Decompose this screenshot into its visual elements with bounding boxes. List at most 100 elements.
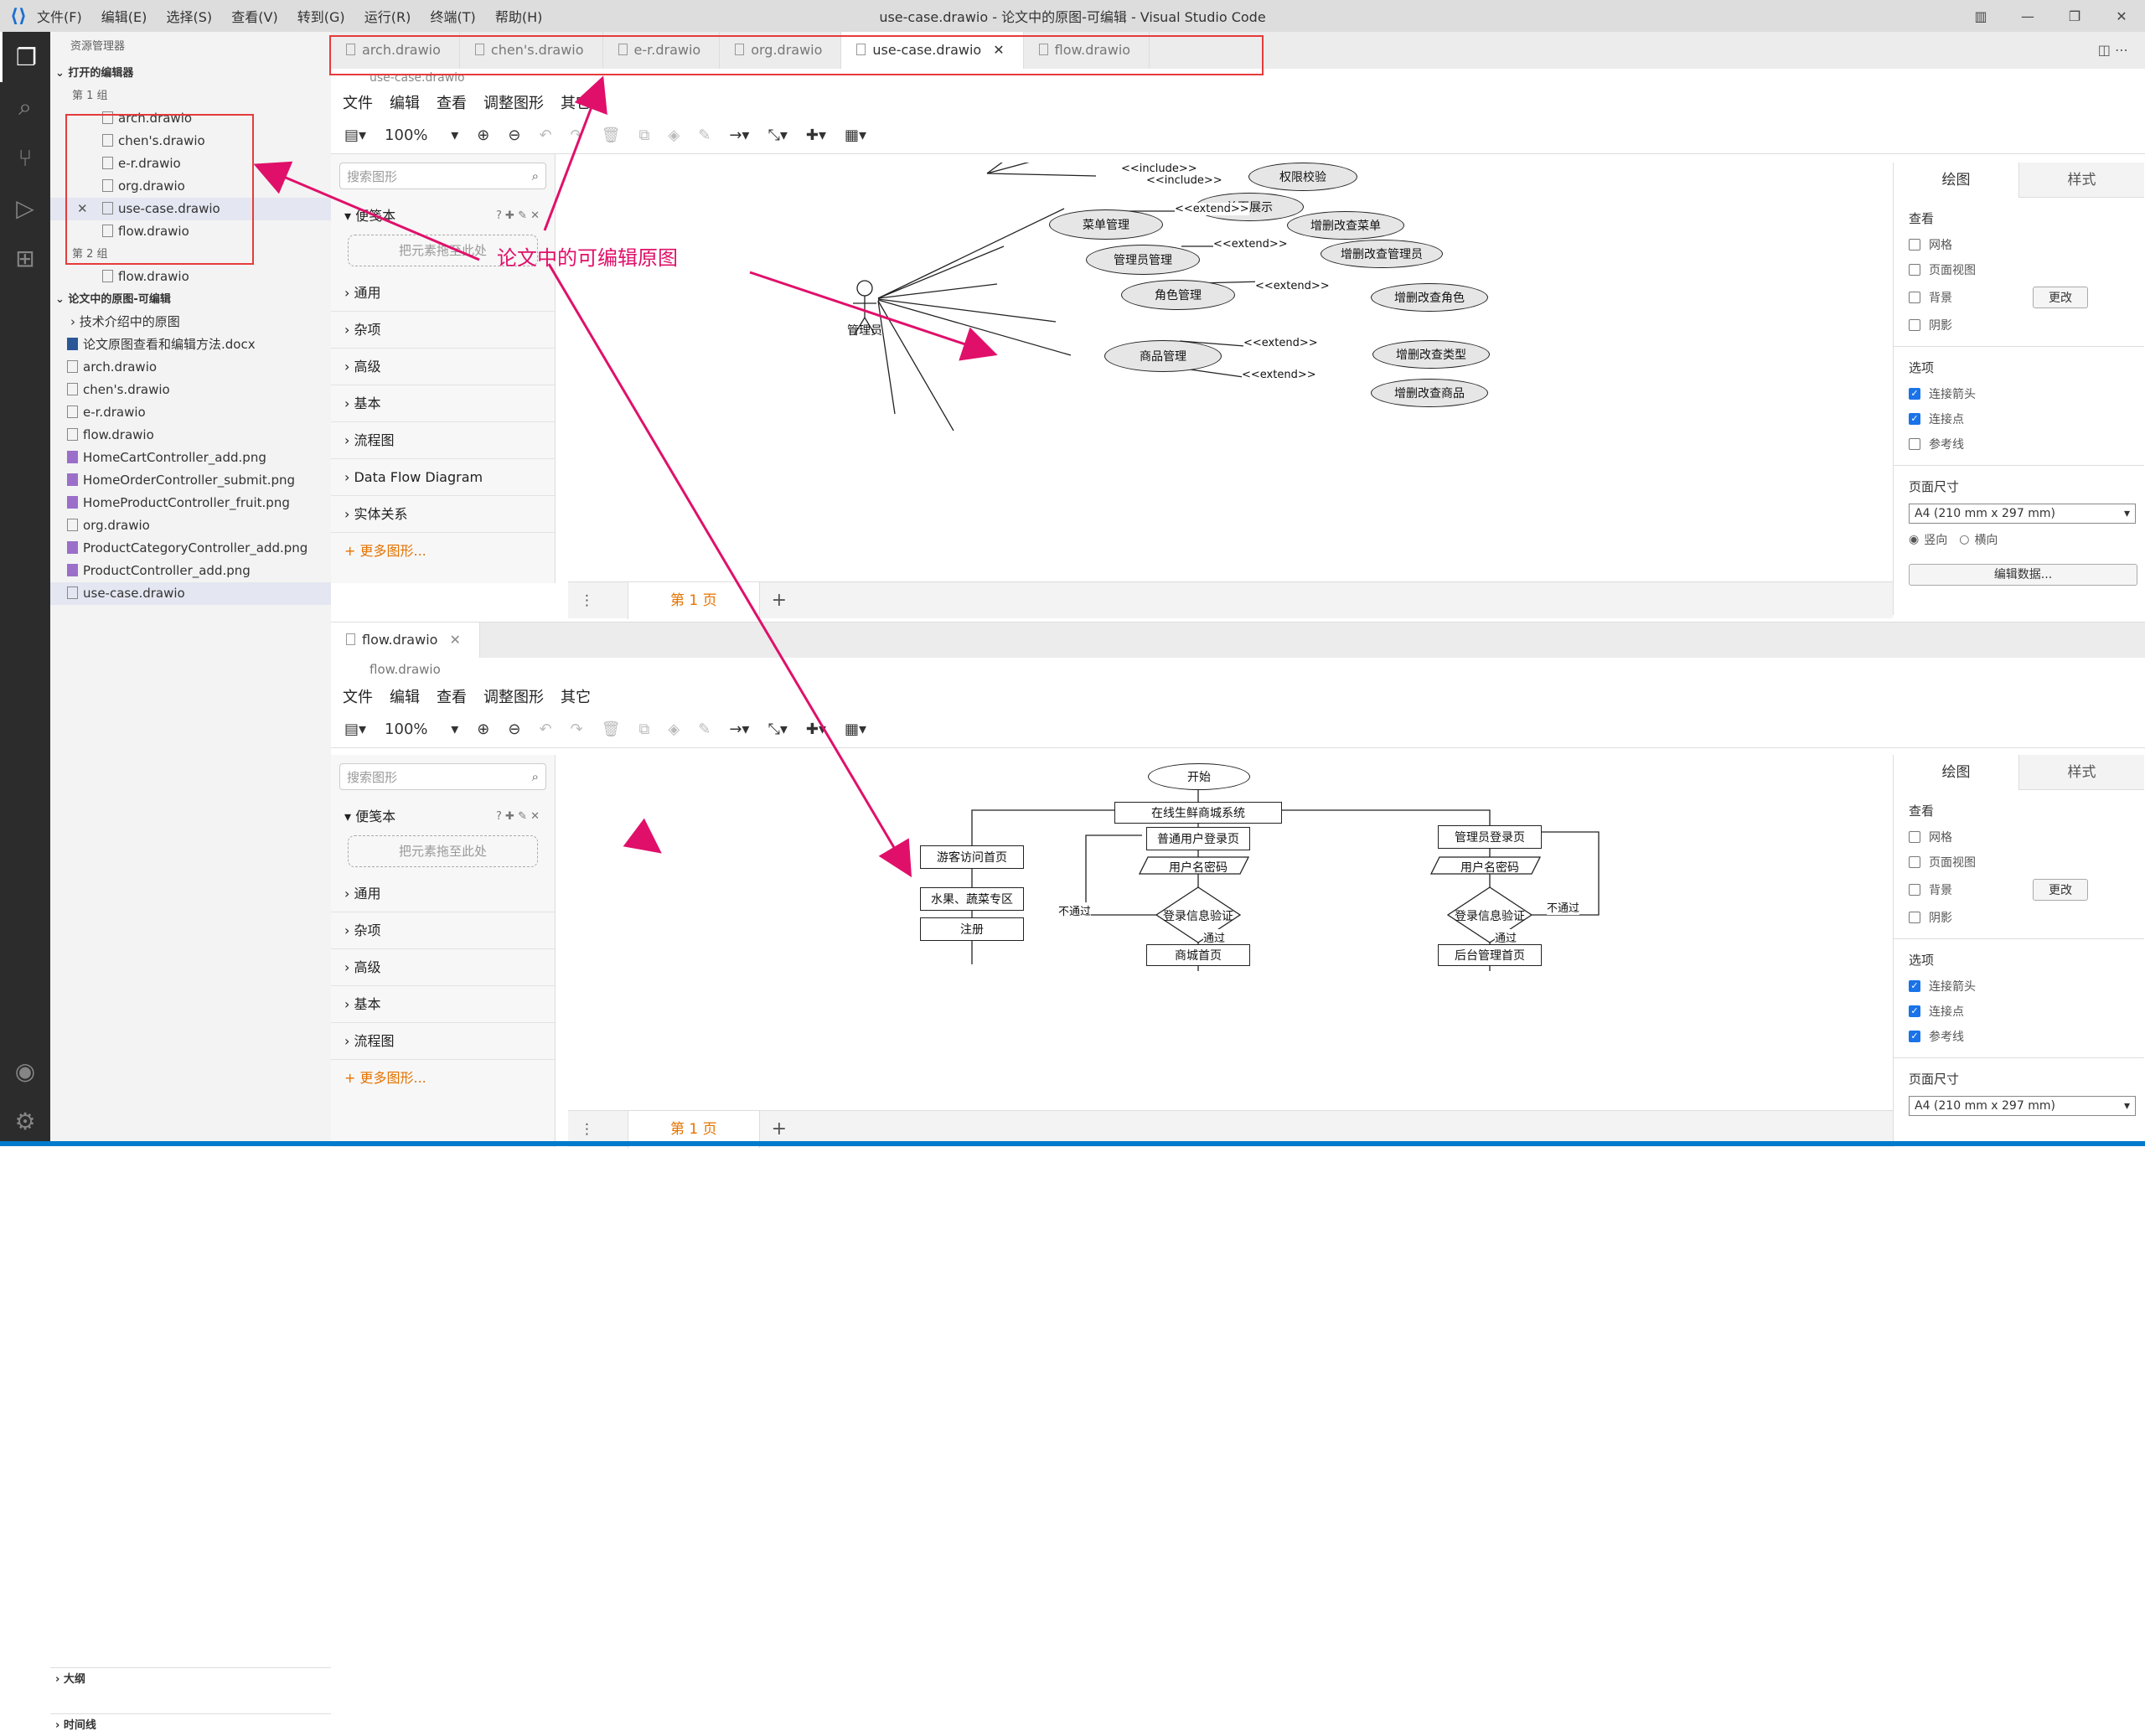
tab-style-2[interactable]: 样式 [2018,755,2144,790]
page-tab[interactable]: 第 1 页 [628,581,760,619]
shadow-checkbox[interactable]: 阴影 [1894,313,2144,338]
search-icon[interactable]: ⌕ [531,769,539,784]
tab-4[interactable]: use-case.drawio✕ [841,32,1024,69]
flow-verify-1[interactable]: 登录信息验证 [1163,910,1233,923]
zoom-out-icon[interactable]: ⊖ [508,127,521,144]
usecase-menu-crud[interactable]: 增删改查菜单 [1287,211,1404,240]
settings-gear-icon[interactable]: ⚙ [14,1107,36,1135]
menu-go[interactable]: 转到(G) [297,9,345,25]
drawio-menu-arrange[interactable]: 调整图形 [483,95,544,112]
orientation-radio[interactable]: ◉ 竖向○ 横向 [1909,533,1998,547]
shape-section[interactable]: › 高级 [331,349,555,385]
file-item[interactable]: HomeOrderController_submit.png [50,469,331,492]
grid-checkbox-2[interactable]: 网格 [1894,824,2144,850]
tab-draw[interactable]: 绘图 [1941,172,1971,189]
usecase-goods-crud[interactable]: 增删改查商品 [1371,379,1488,407]
tab-3[interactable]: org.drawio [720,32,842,69]
paper-size-select[interactable]: A4 (210 mm x 297 mm)▾ [1909,504,2136,524]
timeline-section[interactable]: › 时间线 [50,1713,331,1736]
open-editor-item[interactable]: flow.drawio [50,220,331,243]
close-window-icon[interactable]: ✕ [2116,8,2127,24]
outline-section[interactable]: › 大纲 [50,1667,331,1690]
drawio-menu-view[interactable]: 查看 [437,95,467,112]
shape-section[interactable]: › 通用 [331,876,555,912]
shape-section[interactable]: › 高级 [331,949,555,986]
flow-admin-home[interactable]: 后台管理首页 [1438,944,1542,966]
shadow-checkbox-2[interactable]: 阴影 [1894,905,2144,930]
grid-checkbox[interactable]: 网格 [1894,232,2144,257]
close-icon[interactable]: ✕ [449,632,461,648]
file-item[interactable]: ProductController_add.png [50,560,331,582]
drawio2-menu-extras[interactable]: 其它 [561,689,591,706]
minimize-icon[interactable]: — [2021,8,2034,24]
shape-section[interactable]: › 基本 [331,385,555,422]
shape-section[interactable]: › 杂项 [331,312,555,349]
shape-section[interactable]: › 实体关系 [331,496,555,533]
connection-points-checkbox-2[interactable]: ✓连接点 [1894,999,2144,1024]
background-checkbox-2[interactable]: 背景更改 [1894,875,2144,905]
file-item[interactable]: chen's.drawio [50,379,331,401]
usecase-type-crud[interactable]: 增删改查类型 [1372,340,1490,369]
zoom-select[interactable]: 100% ▾ [385,127,459,144]
file-item[interactable]: HomeCartController_add.png [50,447,331,469]
zoom-in-icon[interactable]: ⊕ [477,127,490,144]
usecase-admin[interactable]: 管理员管理 [1086,245,1200,275]
file-item[interactable]: ProductCategoryController_add.png [50,537,331,560]
usecase-admin-crud[interactable]: 增删改查管理员 [1321,240,1443,268]
drawio-menu-extras[interactable]: 其它 [561,95,591,112]
split-editor-icon[interactable]: ◫ ⋯ [2097,42,2128,58]
delete-icon[interactable]: 🗑 [601,127,621,144]
flow-canvas[interactable]: 开始 在线生鲜商城系统 游客访问首页 水果、蔬菜专区 注册 普通用户登录页 管理… [568,755,1888,1110]
file-item[interactable]: 论文原图查看和编辑方法.docx [50,333,331,356]
drawio-menu-edit[interactable]: 编辑 [390,95,420,112]
tab-5[interactable]: flow.drawio [1024,32,1150,69]
shape-section[interactable]: › 通用 [331,275,555,312]
to-front-icon[interactable]: ⧉ [638,721,650,738]
table-icon[interactable]: ▦▾ [845,127,867,144]
pages-menu-icon[interactable]: ⋮ [580,592,594,609]
line-color-icon[interactable]: ✎ [698,721,711,738]
zoom-select[interactable]: 100% ▾ [385,721,459,738]
menu-run[interactable]: 运行(R) [364,9,411,25]
flow-veg[interactable]: 水果、蔬菜专区 [920,887,1024,911]
drawio-menu-file[interactable]: 文件 [343,95,373,112]
flow-verify-2[interactable]: 登录信息验证 [1455,910,1525,923]
more-shapes-link[interactable]: + 更多图形... [344,543,426,559]
waypoints-icon[interactable]: ⤡▾ [768,127,788,144]
to-front-icon[interactable]: ⧉ [638,127,650,144]
shape-section[interactable]: › 杂项 [331,912,555,949]
format-panel-icon[interactable]: ▤▾ [344,127,367,144]
search-icon[interactable]: ⌕ [531,168,539,183]
background-checkbox[interactable]: 背景更改 [1894,282,2144,313]
shape-search-input[interactable]: 搜索图形⌕ [339,163,546,189]
more-shapes-link-2[interactable]: + 更多图形... [344,1070,426,1086]
guides-checkbox[interactable]: 参考线 [1894,431,2144,457]
extensions-icon[interactable]: ⊞ [15,244,35,272]
tab-style[interactable]: 样式 [2018,163,2144,198]
file-item[interactable]: org.drawio [50,514,331,537]
insert-icon[interactable]: ✚▾ [805,127,826,144]
file-item[interactable]: HomeProductController_fruit.png [50,492,331,514]
menu-terminal[interactable]: 终端(T) [430,9,476,25]
open-editor-item[interactable]: chen's.drawio [50,130,331,152]
open-editor-item[interactable]: org.drawio [50,175,331,198]
guides-checkbox-2[interactable]: ✓参考线 [1894,1024,2144,1049]
connection-points-checkbox[interactable]: ✓连接点 [1894,406,2144,431]
close-icon[interactable]: ✕ [77,201,88,216]
scratchpad-drop-zone-2[interactable]: 把元素拖至此处 [348,835,538,867]
drawio2-menu-file[interactable]: 文件 [343,689,373,706]
waypoints-icon[interactable]: ⤡▾ [768,721,788,738]
menu-help[interactable]: 帮助(H) [494,9,543,25]
fill-color-icon[interactable]: ◈ [668,127,680,144]
usecase-role[interactable]: 角色管理 [1121,280,1235,310]
pageview-checkbox-2[interactable]: 页面视图 [1894,850,2144,875]
change-button[interactable]: 更改 [2033,287,2088,308]
change-button-2[interactable]: 更改 [2033,879,2088,901]
drawio2-menu-edit[interactable]: 编辑 [390,689,420,706]
menu-edit[interactable]: 编辑(E) [101,9,147,25]
redo-icon[interactable]: ↷ [570,721,583,738]
paper-size-select-2[interactable]: A4 (210 mm x 297 mm)▾ [1909,1096,2136,1116]
line-color-icon[interactable]: ✎ [698,127,711,144]
menu-view[interactable]: 查看(V) [231,9,278,25]
table-icon[interactable]: ▦▾ [845,721,867,738]
